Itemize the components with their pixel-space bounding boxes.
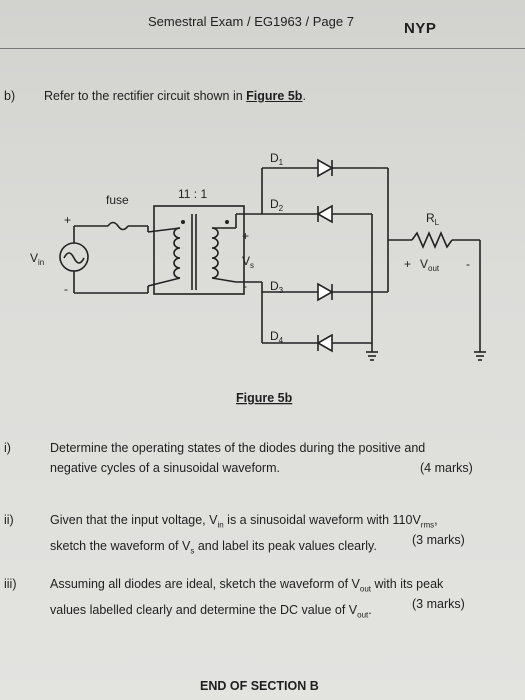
question-intro: Refer to the rectifier circuit shown in … bbox=[44, 86, 306, 106]
question-intro-text: Refer to the rectifier circuit shown in bbox=[44, 89, 247, 103]
question-label: b) bbox=[4, 89, 16, 103]
part-iii-text: Assuming all diodes are ideal, sketch th… bbox=[50, 574, 490, 625]
d2-label: D2 bbox=[270, 197, 284, 213]
part-i-text: Determine the operating states of the di… bbox=[50, 438, 480, 478]
d3-label: D3 bbox=[270, 279, 284, 295]
turns-ratio-label: 11 : 1 bbox=[178, 187, 207, 201]
vs-plus: + bbox=[242, 229, 249, 243]
vin-label: Vin bbox=[30, 251, 44, 267]
part-ii-number: ii) bbox=[4, 513, 14, 527]
diode-d2-symbol bbox=[316, 204, 333, 224]
vs-minus: - bbox=[243, 279, 247, 293]
d4-label: D4 bbox=[270, 329, 284, 345]
secondary-coil bbox=[211, 227, 219, 279]
diode-d4-symbol bbox=[316, 333, 333, 353]
header-divider bbox=[0, 48, 525, 49]
vs-label: Vs bbox=[242, 254, 254, 270]
vin-plus: + bbox=[64, 213, 71, 227]
part-iii-marks: (3 marks) bbox=[412, 597, 465, 611]
rl-label: RL bbox=[426, 211, 440, 227]
part-i-line2: negative cycles of a sinusoidal waveform… bbox=[50, 461, 280, 475]
part-ii-marks: (3 marks) bbox=[412, 533, 465, 547]
part-ii-line2: sketch the waveform of Vs and label its … bbox=[50, 538, 377, 556]
nyp-logo: NYP bbox=[404, 20, 437, 37]
part-ii-text: Given that the input voltage, Vin is a s… bbox=[50, 510, 490, 561]
section-end: END OF SECTION B bbox=[200, 679, 319, 693]
vout-label: Vout bbox=[420, 257, 440, 273]
primary-coil bbox=[173, 227, 181, 279]
part-iii-number: iii) bbox=[4, 577, 17, 591]
part-i-number: i) bbox=[4, 441, 11, 455]
page-header: Semestral Exam / EG1963 / Page 7 bbox=[148, 14, 354, 29]
question-intro-end: . bbox=[302, 89, 306, 103]
part-i-line1: Determine the operating states of the di… bbox=[50, 441, 426, 455]
sine-wave-icon bbox=[63, 252, 85, 264]
part-i-marks: (4 marks) bbox=[420, 461, 473, 475]
part-iii-line1: Assuming all diodes are ideal, sketch th… bbox=[50, 577, 444, 594]
fuse-label: fuse bbox=[106, 193, 129, 207]
vout-plus: + bbox=[404, 257, 411, 271]
part-ii-line1: Given that the input voltage, Vin is a s… bbox=[50, 513, 438, 530]
rectifier-circuit-diagram: fuse 11 : 1 + - Vin + - Vs D1 D2 D3 D4 R… bbox=[30, 151, 486, 405]
fuse-symbol bbox=[107, 221, 129, 231]
diode-d3-symbol bbox=[317, 282, 334, 302]
d1-label: D1 bbox=[270, 151, 284, 167]
vin-minus: - bbox=[64, 282, 68, 296]
part-iii-line2: values labelled clearly and determine th… bbox=[50, 602, 372, 620]
figure-caption: Figure 5b bbox=[236, 391, 293, 405]
diode-d1-symbol bbox=[317, 158, 334, 178]
load-resistor-symbol bbox=[411, 230, 453, 250]
vout-minus: - bbox=[466, 257, 470, 271]
figure-reference: Figure 5b bbox=[246, 89, 303, 103]
